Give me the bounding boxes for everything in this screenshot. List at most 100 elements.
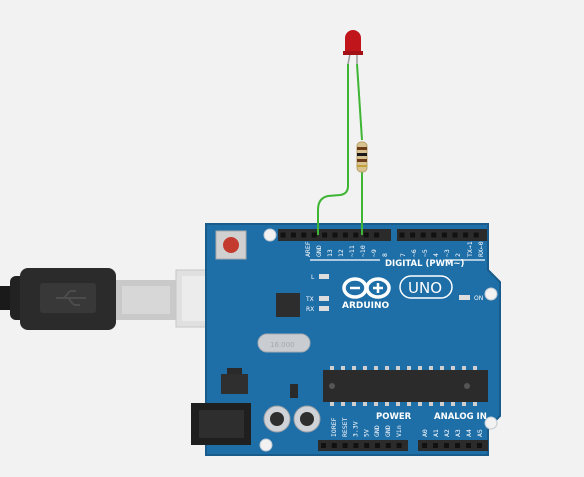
header-pin[interactable] [452,232,458,238]
pin-label: ~5 [421,249,429,257]
l-led [319,274,329,279]
header-pin[interactable] [353,232,359,238]
header-pin[interactable] [455,443,460,448]
pin-label: AREF [304,241,312,257]
tx-led [319,296,329,301]
capacitor [263,405,291,433]
chip-pin [341,402,345,406]
chip-pin [473,366,477,370]
chip-pin [363,402,367,406]
on-label: ON [474,295,483,302]
wire-pin-9[interactable] [356,63,363,235]
header-pin[interactable] [433,443,438,448]
pin-label: A5 [476,429,484,437]
mount-hole [484,287,498,301]
chip-pin [418,366,422,370]
pin-label: RX←0 [477,241,485,257]
chip-pin [396,402,400,406]
header-pin[interactable] [444,443,449,448]
pin-label: 3.3V [352,421,360,437]
header-pin[interactable] [290,232,296,238]
chip-pin [374,402,378,406]
chip-pin [462,402,466,406]
pin-label: Vin [395,425,403,437]
header-pin[interactable] [353,443,359,448]
header-pin[interactable] [431,232,437,238]
chip-pin [330,366,334,370]
rx-led [319,306,329,311]
on-led [459,295,470,300]
chip-pin [407,402,411,406]
chip-pin [363,366,367,370]
header-pin[interactable] [410,232,416,238]
header-pin[interactable] [441,232,447,238]
pin-label: A4 [465,429,473,437]
analog-header [418,440,488,451]
chip-pin [440,402,444,406]
header-pin[interactable] [420,232,426,238]
resistor[interactable] [356,141,368,173]
pin-label: A2 [443,429,451,437]
chip-pin [341,366,345,370]
chip-pin [473,402,477,406]
header-pin[interactable] [422,443,427,448]
header-pin[interactable] [375,443,380,448]
small-component [290,384,298,398]
wire-gnd[interactable] [317,64,349,235]
header-pin[interactable] [466,443,471,448]
pin-label: 7 [399,253,407,257]
header-pin[interactable] [280,232,286,238]
header-pin[interactable] [396,443,402,448]
chip-pin [429,402,433,406]
header-pin[interactable] [364,443,370,448]
svg-text:UNO: UNO [408,279,442,297]
tx-label: TX [305,296,314,303]
atmega-chip [323,370,488,402]
power-header [318,440,408,451]
header-pin[interactable] [342,232,348,238]
capacitor [293,405,321,433]
led[interactable] [343,30,363,65]
header-pin[interactable] [385,443,391,448]
chip-pin [352,402,356,406]
header-pin[interactable] [332,232,338,238]
pin-label: 5V [362,429,370,437]
pin-label: GND [384,425,392,437]
l-label: L [311,274,315,281]
chip-pin [418,402,422,406]
rx-label: RX [306,306,314,313]
reset-button[interactable] [215,230,247,260]
header-pin[interactable] [322,232,328,238]
header-pin[interactable] [374,232,380,238]
header-pin[interactable] [363,232,369,238]
chip-pin [462,366,466,370]
crystal: 16.000 [257,333,311,353]
pin-label: GND [315,245,323,257]
header-pin[interactable] [321,443,326,448]
analog-label: ANALOG IN [434,412,487,422]
power-jack[interactable] [191,403,251,445]
pin-label: A1 [432,429,440,437]
header-pin[interactable] [473,232,479,238]
header-pin[interactable] [399,232,405,238]
pin-label: 2 [454,253,462,257]
chip-pin [396,366,400,370]
header-pin[interactable] [477,443,482,448]
digital-label: DIGITAL (PWM~) [385,259,465,269]
brand-text: ARDUINO [342,301,390,311]
header-pin[interactable] [331,443,337,448]
voltage-regulator [221,368,248,394]
pin-label: 8 [381,253,389,257]
header-pin[interactable] [311,232,317,238]
chip-pin [429,366,433,370]
chip-pin [451,366,455,370]
uno-badge: UNO [399,275,453,299]
chip-pin [440,366,444,370]
header-pin[interactable] [463,232,469,238]
pin-label: ~3 [443,249,451,257]
header-pin[interactable] [301,232,307,238]
header-pin[interactable] [342,443,348,448]
pin-label: 4 [432,253,440,257]
